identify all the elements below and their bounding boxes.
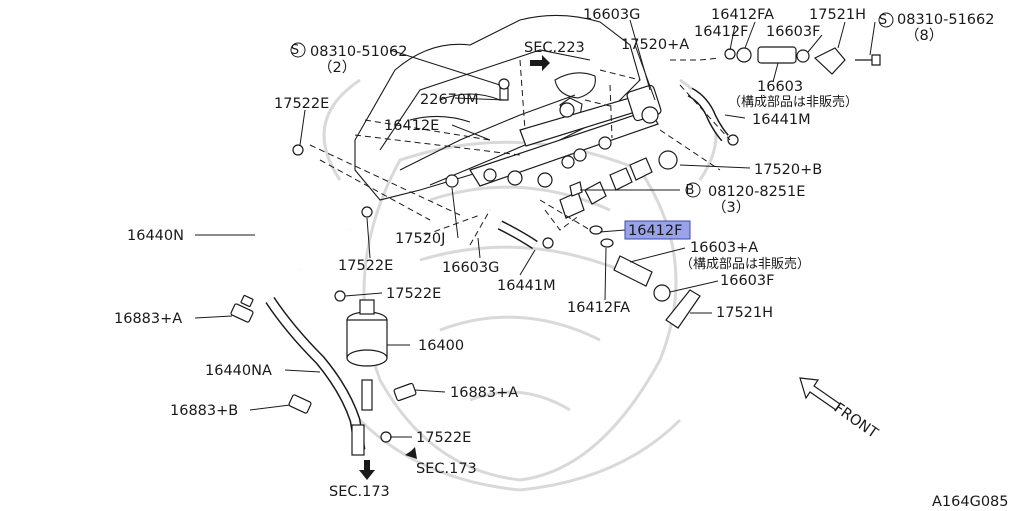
label-17520B: 17520+B [754,162,822,178]
fuel-filter-16400 [346,299,388,456]
symbols [290,12,894,198]
label-16883A-left: 16883+A [114,311,182,327]
section-arrows [359,55,841,480]
arrow-down-icon [359,460,375,480]
label-16412FA-top: 16412FA [711,7,774,23]
hose-clamps [230,134,739,443]
labels: 16603G 16412FA 16412F 17521H 16603F S 08… [114,7,1009,510]
label-bolt-top-ref: 08310-51662 [897,12,995,28]
label-sec173-bottom: SEC.173 [329,484,390,500]
s-symbol-icon [878,12,894,28]
s-symbol-icon [290,42,306,58]
label-16400: 16400 [418,338,464,354]
label-bolt-mid-ref: 08120-8251E [708,184,805,200]
fuel-rail-assembly [445,84,678,219]
s-symbol-text: S [291,43,299,58]
label-bolt-top-qty: （8） [905,27,943,44]
label-16603F-top: 16603F [766,24,820,40]
label-22670M: 22670M [420,92,479,108]
label-sec173-right: SEC.173 [416,461,477,477]
label-16412FA-mid: 16412FA [567,300,630,316]
label-17522E-mid: 17522E [338,258,393,274]
label-16883A-right: 16883+A [450,385,518,401]
label-16412F-highlight: 16412F [628,223,682,239]
label-16441M-mid: 16441M [497,278,556,294]
s-symbol-text: S [879,13,887,28]
label-sec223: SEC.223 [524,40,585,56]
bolts [498,78,583,197]
label-16603G-mid: 16603G [442,260,499,276]
label-16883B: 16883+B [170,403,238,419]
label-17522E-top: 17522E [274,96,329,112]
b-symbol-icon [685,182,701,198]
fuel-hoses [245,87,729,451]
injector-exploded-mid [589,225,701,329]
label-17520J: 17520J [395,231,445,247]
diagram-id: A164G085 [932,494,1009,510]
label-bolt-mid-qty: （3） [712,199,750,216]
dashed-guide-lines [309,57,731,246]
label-16603A: 16603+A [690,240,758,256]
label-16441M-right: 16441M [752,112,811,128]
label-16440NA: 16440NA [205,363,272,379]
highlight-box [624,220,691,240]
label-front: FRONT [831,400,881,442]
label-16603G-top: 16603G [583,7,640,23]
label-16412F-top: 16412F [694,24,748,40]
arrow-right-icon [530,55,550,71]
label-bolt-left-qty: （2） [318,59,356,76]
label-16412E: 16412E [384,118,439,134]
leader-lines [194,19,876,438]
label-note-mid: （構成部品は非販売） [680,256,810,272]
label-17522E-low: 17522E [386,286,441,302]
injector-exploded-top [724,46,881,75]
label-16603: 16603 [757,79,803,95]
label-17521H-mid: 17521H [716,305,773,321]
front-arrow-icon [799,377,841,411]
label-bolt-left-ref: 08310-51062 [310,44,408,60]
label-note-top: （構成部品は非販売） [728,94,858,110]
b-symbol-text: B [686,183,695,198]
label-16440N: 16440N [127,228,184,244]
label-17522E-bottom: 17522E [416,430,471,446]
label-17521H-top: 17521H [809,7,866,23]
label-17520A: 17520+A [621,37,689,53]
arrow-down-right-icon [401,441,417,459]
label-16603F-mid: 16603F [720,273,774,289]
